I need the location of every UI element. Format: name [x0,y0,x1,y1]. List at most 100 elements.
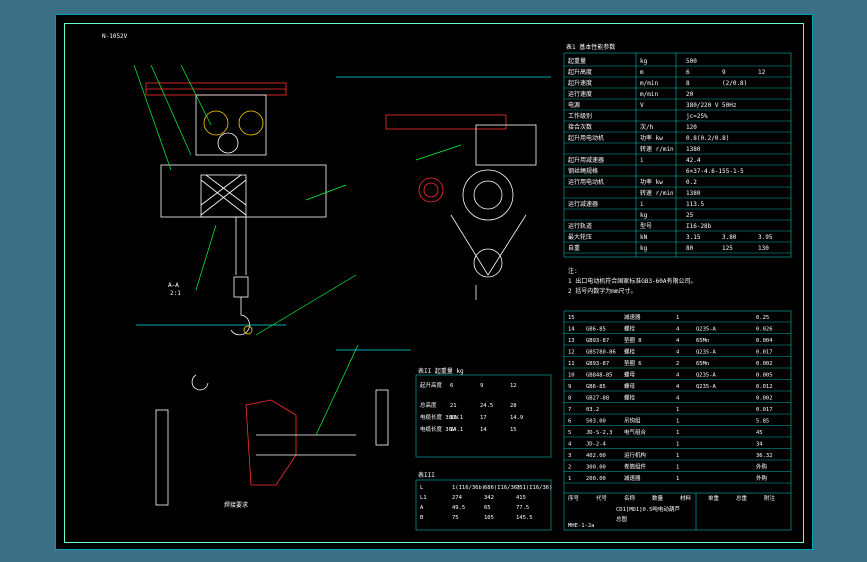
spec-cell: 起升速度 [568,79,592,87]
spec-cell: 125 [722,245,733,252]
small-table-cell: 28 [510,403,517,409]
product-name: CD1[MD1]0.5吨电动葫芦 [616,505,680,513]
spec-cell: 钢丝绳规格 [568,167,598,175]
parts-cell: 1 [676,419,679,425]
small-table-cell: 14.9 [510,415,523,421]
parts-cell: 0.002 [756,361,773,367]
parts-cell: 垫圈 8 [624,336,642,344]
drawing-number: MHE-1-2a [568,523,595,529]
spec-cell: 起升用电动机 [568,134,604,142]
parts-cell: 65Mn [696,338,709,344]
small-table-title: 表II 起重量 kg [418,367,464,375]
section-label: A—A [168,282,179,289]
hoist-side-view [336,76,551,300]
spec-cell: 运行减速器 [568,200,598,208]
spec-cell: 次/h [640,123,654,131]
parts-cell: 螺母 [624,382,636,390]
parts-cell: 36.32 [756,453,773,459]
spec-cell: 6 [686,69,690,76]
dim-table-cell: 145.5 [516,515,533,521]
spec-table-grid [563,52,792,258]
spec-cell: 6×37-4.6-155-1-5 [686,168,744,175]
sheet-name: 总图 [616,515,628,523]
spec-cell: 3.95 [758,234,773,241]
small-table-cell: 17 [480,415,487,421]
spec-cell: 运行用电动机 [568,178,604,186]
parts-cell: 吊钩组 [624,417,641,425]
spec-cell: 功率 kw [640,134,663,142]
parts-cell: 电气组合 [624,428,647,436]
parts-cell: 1 [676,407,679,413]
title-block: 序号代号名称数量材料单重总重附注CD1[MD1]0.5吨电动葫芦总图MHE-1-… [568,494,776,529]
dim-table-cell: 75 [452,515,459,521]
spec-cell: m/min [640,80,658,87]
spec-table-title: 表1 基本性能参数 [566,43,615,51]
title-header: 序号 [568,494,580,502]
parts-cell: 2 [568,465,571,471]
drawing-frame [64,23,804,543]
spec-cell: kg [640,212,648,219]
spec-cell: 电源 [568,101,580,109]
parts-cell: 0.004 [756,338,773,344]
drawing-sheet: N-1052V [55,14,813,550]
parts-cell: 3 [568,453,571,459]
parts-cell: GB93-87 [586,361,609,367]
small-table-cell: 14.1 [450,427,463,433]
parts-cell: 10 [568,373,575,379]
parts-cell: 9 [568,384,571,390]
small-table-cell: 13.1 [450,415,463,421]
spec-cell: i [640,201,644,208]
title-header: 单重 [708,494,720,502]
spec-cell: 80 [686,245,694,252]
parts-cell: 200.00 [586,476,606,482]
small-table-header: 起升高度 [420,381,443,389]
small-table-header: 9 [480,383,483,389]
spec-cell: I16-28b [686,223,712,230]
parts-cell: 4 [676,396,680,402]
notes: 注:1 出口电动机符合国家标准GB3-60A有限公司。2 括号内数字为mm尺寸。 [568,267,697,295]
small-table-cell: 24.5 [480,403,493,409]
title-header: 名称 [624,494,636,502]
small-table-cell: 21 [450,403,457,409]
drawing-code: N-1052V [102,33,128,40]
spec-cell: 8 [686,80,690,87]
parts-table-grid [563,310,792,531]
title-header: 附注 [764,494,776,502]
parts-cell: 4 [568,442,572,448]
parts-cell: 8 [568,396,571,402]
spec-cell: 运行速度 [568,90,592,98]
spec-cell: kg [640,58,648,65]
title-header: 材料 [680,494,692,502]
small-table-cell: 电缆长度 36V [420,425,456,433]
spec-cell: 42.4 [686,157,701,164]
spec-cell: kg [640,245,648,252]
parts-cell: 14 [568,327,575,333]
small-table-header: 12 [510,383,517,389]
small-table-cell: 电缆长度 380V [420,413,459,421]
parts-cell: 12 [568,350,575,356]
spec-cell: 120 [686,124,697,131]
parts-cell: 外购 [756,474,768,482]
parts-cell: JD-S-2,3 [586,430,613,436]
parts-cell: 1 [676,430,679,436]
parts-cell: GB848-85 [586,373,613,379]
parts-cell: 65Mn [696,361,709,367]
small-table-grid [415,374,552,531]
spec-cell: 1380 [686,190,701,197]
parts-cell: 1 [676,465,679,471]
parts-cell: 螺栓 [624,394,636,402]
parts-cell: 0.25 [756,315,769,321]
parts-cell: 垫圈 6 [624,359,642,367]
weld-note: 焊接要求 [224,501,248,509]
parts-cell: 运行机构 [624,451,647,459]
scale-label: 2:1 [170,290,181,297]
small-table-cell: 15 [510,427,517,433]
parts-cell: 螺栓 [624,348,636,356]
dim-table-title: 表III [418,471,435,479]
note-line: 注: [568,267,578,275]
parts-cell: 15 [568,315,575,321]
parts-cell: 0.005 [756,373,773,379]
spec-cell: 3.15 [686,234,701,241]
